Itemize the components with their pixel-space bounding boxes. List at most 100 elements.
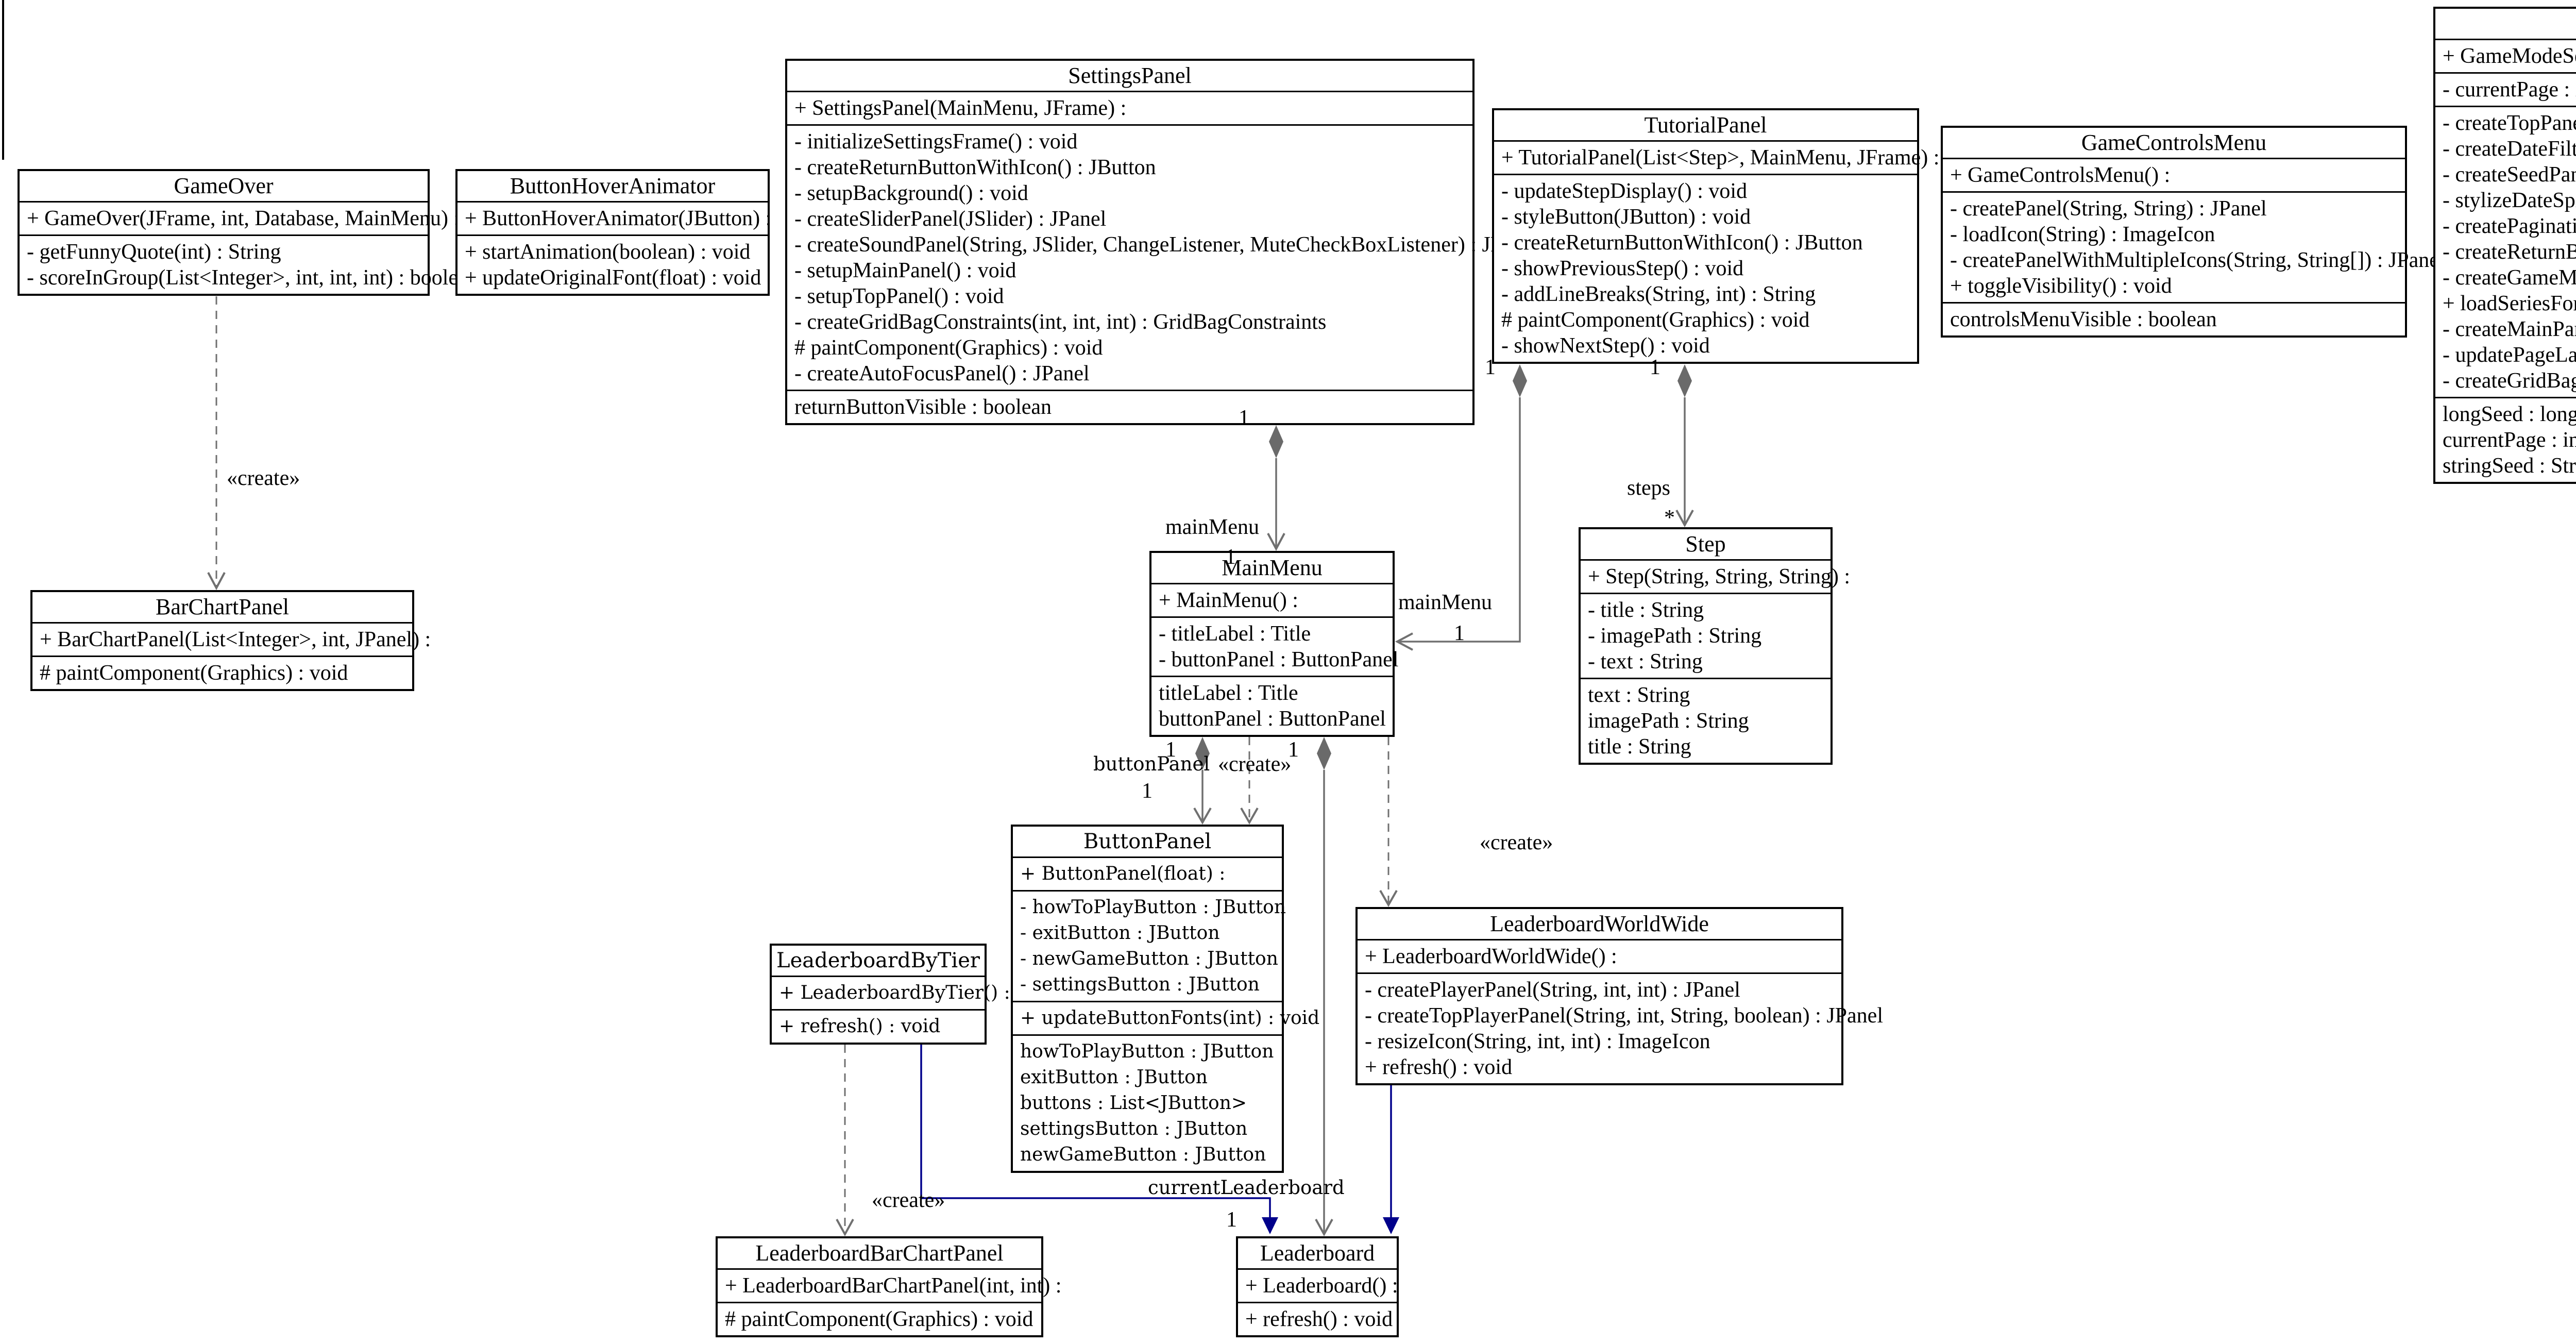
- edge-label-settings-mainmenu-role: mainMenu: [1165, 515, 1259, 539]
- class-compartment: + GameControlsMenu() :: [1943, 158, 2405, 191]
- class-compartment: - titleLabel : Title- buttonPanel : Butt…: [1151, 616, 1398, 676]
- class-box-barchartpanel: BarChartPanel + BarChartPanel(List<Intege…: [30, 590, 431, 691]
- class-box-buttonhoveranimator: ButtonHoverAnimator+ ButtonHoverAnimator…: [455, 169, 771, 296]
- class-member-row: - createTopPlayerPanel(String, int, Stri…: [1365, 1004, 1883, 1028]
- class-member-row: # paintComponent(Graphics) : void: [725, 1307, 1033, 1331]
- class-box-leaderboardbarchartpanel: LeaderboardBarChartPanel+ LeaderboardBar…: [716, 1236, 1061, 1337]
- class-member-row: - initializeSettingsFrame() : void: [794, 130, 1078, 154]
- class-compartment: + SettingsPanel(MainMenu, JFrame) :: [787, 91, 1472, 124]
- edge-mainmenu-buttonpanel: [1193, 737, 1212, 825]
- class-member-row: settingsButton : JButton: [1020, 1118, 1248, 1139]
- page-edge-line: [2, 0, 4, 160]
- class-member-row: - createPanelWithMultipleIcons(String, S…: [1950, 248, 2445, 272]
- open-arrowhead-icon: [1675, 510, 1694, 528]
- edge-label-currentleaderboard-role: currentLeaderboard: [1148, 1177, 1345, 1199]
- composition-diamond-icon: [1513, 364, 1527, 397]
- class-member-row: + LeaderboardByTier() :: [779, 982, 1010, 1003]
- class-compartment: + refresh() : void: [772, 1009, 985, 1043]
- open-arrowhead-icon: [1267, 533, 1285, 551]
- class-title: Step: [1685, 531, 1726, 557]
- class-member-row: - createReturnButtonWithIcon() : JButton: [794, 156, 1156, 179]
- class-member-row: - updateStepDisplay() : void: [1501, 179, 1748, 203]
- class-box-gamemodeselectionpanel: GameModeSelectionPanel+ GameModeSelectio…: [2433, 7, 2576, 484]
- class-compartment: returnButtonVisible : boolean: [787, 390, 1472, 423]
- class-member-row: - showNextStep() : void: [1501, 334, 1710, 358]
- class-member-row: controlsMenuVisible : boolean: [1950, 308, 2217, 331]
- class-member-row: - createGameModeButton(String, ActionLis…: [2443, 266, 2576, 290]
- class-member-row: # paintComponent(Graphics) : void: [40, 661, 348, 685]
- class-title: BarChartPanel: [155, 594, 290, 619]
- class-compartment: # paintComponent(Graphics) : void: [32, 656, 412, 689]
- class-member-row: + startAnimation(boolean) : void: [465, 240, 751, 264]
- class-member-row: - text : String: [1588, 650, 1703, 674]
- class-box-leaderboardworldwide: LeaderboardWorldWide+ LeaderboardWorldWi…: [1355, 907, 1883, 1085]
- class-compartment: - initializeSettingsFrame() : void- crea…: [787, 124, 1539, 390]
- class-member-row: + GameOver(JFrame, int, Database, MainMe…: [27, 207, 460, 230]
- class-member-row: - createReturnButtonWithIcon() : JButton: [1501, 231, 1863, 255]
- class-member-row: + GameControlsMenu() :: [1950, 163, 2171, 187]
- class-box-settingspanel: SettingsPanel + SettingsPanel(MainMenu, J…: [785, 59, 1539, 425]
- class-member-row: buttons : List<JButton>: [1020, 1093, 1247, 1114]
- class-member-row: - addLineBreaks(String, int) : String: [1501, 282, 1816, 306]
- class-compartment: controlsMenuVisible : boolean: [1943, 302, 2405, 335]
- edge-leaderboardworldwide-leaderboard: [1383, 1085, 1399, 1234]
- edge-tutorialpanel-mainmenu: [1395, 364, 1527, 651]
- edge-label-gameover-create: «create»: [227, 466, 300, 490]
- class-member-row: - currentPage : int: [2443, 78, 2576, 102]
- class-title: SettingsPanel: [1068, 63, 1192, 88]
- edge-label-mm-bp-diamond-mult: 1: [1165, 738, 1176, 762]
- class-member-row: - createSliderPanel(JSlider) : JPanel: [794, 207, 1107, 231]
- edge-label-settings-diamond-mult: 1: [1239, 406, 1249, 430]
- class-compartment: - createPlayerPanel(String, int, int) : …: [1358, 972, 1883, 1083]
- class-compartment: + LeaderboardBarChartPanel(int, int) :: [718, 1268, 1061, 1302]
- edge-leaderboardbytier-leaderboard: [920, 1045, 1278, 1234]
- open-arrowhead-icon: [1379, 890, 1398, 908]
- class-member-row: + toggleVisibility() : void: [1950, 274, 2172, 298]
- edge-mainmenu-leaderboard: [1315, 737, 1333, 1237]
- class-compartment: + refresh() : void: [1238, 1302, 1397, 1335]
- class-member-row: - createGridBagConstraints(int, int, int…: [794, 310, 1327, 334]
- class-title: LeaderboardWorldWide: [1490, 911, 1709, 936]
- edge-label-buttonpanel-role: buttonPanel: [1093, 753, 1210, 775]
- class-compartment: + BarChartPanel(List<Integer>, int, JPan…: [32, 622, 431, 656]
- class-compartment: + updateButtonFonts(int) : void: [1013, 1001, 1319, 1034]
- class-compartment: + MainMenu() :: [1151, 583, 1393, 616]
- class-compartment: + LeaderboardByTier() :: [772, 976, 1010, 1009]
- class-compartment: + startAnimation(boolean) : void+ update…: [457, 234, 768, 294]
- class-member-row: - createSoundPanel(String, JSlider, Chan…: [794, 233, 1539, 257]
- class-member-row: + TutorialPanel(List<Step>, MainMenu, JF…: [1501, 146, 1940, 170]
- class-member-row: - setupMainPanel() : void: [794, 259, 1016, 282]
- open-arrowhead-icon: [1193, 808, 1212, 825]
- class-member-row: buttonPanel : ButtonPanel: [1159, 707, 1386, 731]
- open-arrowhead-icon: [1315, 1219, 1333, 1237]
- class-member-row: - getFunnyQuote(int) : String: [27, 240, 281, 264]
- class-member-row: + loadSeriesForCurrentPage() : void: [2443, 292, 2576, 315]
- class-member-row: - title : String: [1588, 598, 1704, 622]
- class-member-row: + Step(String, String, String) :: [1588, 565, 1851, 589]
- edge-mainmenu-buttonpanel-create: [1240, 737, 1259, 825]
- open-arrowhead-icon: [1395, 632, 1413, 651]
- class-member-row: - createTopPanel(JFrame, MainMenu) : JPa…: [2443, 111, 2576, 135]
- class-member-row: + GameModeSelectionPanel(ActionListener,…: [2443, 44, 2576, 68]
- class-member-row: - scoreInGroup(List<Integer>, int, int, …: [27, 266, 479, 290]
- class-box-gamecontrolsmenu: GameControlsMenu + GameControlsMenu() : - …: [1941, 126, 2445, 338]
- class-member-row: + updateOriginalFont(float) : void: [465, 266, 761, 290]
- class-member-row: text : String: [1588, 683, 1690, 707]
- class-member-row: titleLabel : Title: [1159, 681, 1298, 705]
- class-title: GameControlsMenu: [2081, 130, 2267, 155]
- class-member-row: - createAutoFocusPanel() : JPanel: [794, 362, 1090, 385]
- class-member-row: - howToPlayButton : JButton: [1020, 897, 1286, 918]
- filled-arrowhead-icon: [1383, 1217, 1399, 1234]
- class-member-row: - updatePageLabelAndButtons(int, int) : …: [2443, 343, 2576, 367]
- class-member-row: - styleButton(JButton) : void: [1501, 205, 1751, 229]
- edge-label-steps-mult: *: [1664, 506, 1675, 530]
- edge-label-mm-bp-create: «create»: [1218, 752, 1292, 776]
- class-member-row: - settingsButton : JButton: [1020, 974, 1260, 995]
- class-member-row: - createPlayerPanel(String, int, int) : …: [1365, 978, 1740, 1002]
- composition-diamond-icon: [1317, 737, 1331, 770]
- class-box-gameover: GameOver + GameOver(JFrame, int, Database…: [18, 169, 479, 296]
- class-title: GameOver: [174, 173, 274, 198]
